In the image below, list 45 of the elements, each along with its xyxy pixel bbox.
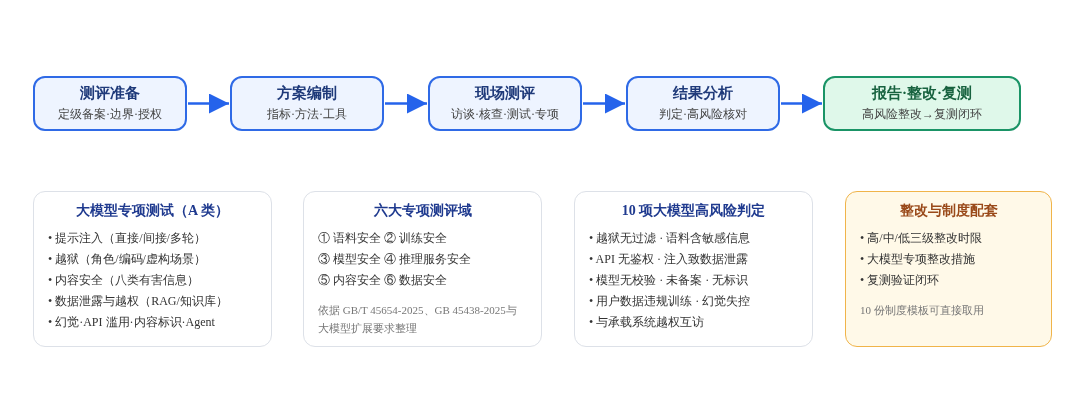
step-subtitle: 定级备案·边界·授权 [58,106,162,123]
list-item: ① 语料安全 ② 训练安全 [318,230,448,247]
list-item: • 幻觉·API 滥用·内容标识·Agent [48,314,216,331]
step-title: 报告·整改·复测 [872,84,972,103]
source-note: 10 份制度模板可直接取用 [860,303,985,318]
info-card [303,191,542,347]
step-title: 现场测评 [475,84,535,103]
info-card [574,191,813,347]
step-subtitle: 判定·高风险核对 [659,106,747,123]
step-title: 结果分析 [673,84,733,103]
highlight-card [845,191,1052,347]
info-card [33,191,272,347]
card-title: 六大专项测评域 [372,202,473,220]
list-item: • 大模型专项整改措施 [860,251,977,268]
list-item: • 与承载系统越权互访 [589,314,706,331]
card-title: 大模型专项测试（A 类） [75,202,230,220]
step-subtitle: 指标·方法·工具 [267,106,347,123]
arrow [781,93,822,114]
list-item: • 越狱（角色/编码/虚构场景） [48,251,207,268]
list-item: • 复测验证闭环 [860,272,941,289]
arrow [188,93,229,114]
list-item: • 用户数据违规训练 · 幻觉失控 [589,293,752,310]
list-item: • 模型无校验 · 未备案 · 无标识 [589,272,750,289]
process-box [33,76,187,131]
list-item: • 内容安全（八类有害信息） [48,272,201,289]
arrow [583,93,625,114]
arrow [385,93,427,114]
list-item: • 越狱无过滤 · 语料含敏感信息 [589,230,752,247]
result-box [823,76,1021,131]
step-title: 方案编制 [277,84,337,103]
list-item: • 提示注入（直接/间接/多轮） [48,230,207,247]
process-box [626,76,780,131]
list-item: • 数据泄露与越权（RAG/知识库） [48,293,229,310]
card-title: 整改与制度配套 [898,202,999,220]
process-box [230,76,384,131]
process-box [428,76,582,131]
list-item: ⑤ 内容安全 ⑥ 数据安全 [318,272,448,289]
list-item: • 高/中/低三级整改时限 [860,230,983,247]
source-note: 依据 GB/T 45654-2025、GB 45438-2025与大模型扩展要求整理 [318,303,518,336]
list-item: • API 无鉴权 · 注入致数据泄露 [589,251,749,268]
card-title: 10 项大模型高风险判定 [620,202,767,220]
list-item: ③ 模型安全 ④ 推理服务安全 [318,251,472,268]
step-subtitle: 高风险整改→复测闭环 [862,106,982,123]
step-title: 测评准备 [80,84,140,103]
step-subtitle: 访谈·核查·测试·专项 [451,106,559,123]
